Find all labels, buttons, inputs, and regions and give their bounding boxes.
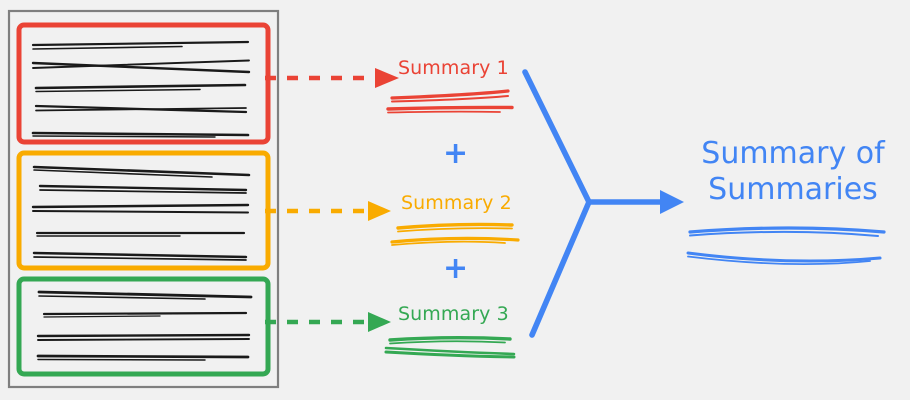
- dashed-arrow-orange: [265, 201, 391, 221]
- chunk-box-red: [16, 22, 271, 145]
- final-summary-line-2: Summaries: [708, 172, 878, 207]
- dashed-arrow-red: [265, 68, 399, 88]
- summary-1-label: Summary 1: [398, 57, 509, 79]
- final-summary-line-1: Summary of: [701, 136, 885, 171]
- merge-arrow-blue: [522, 69, 684, 338]
- summary-3-squiggle: [384, 336, 516, 359]
- plus-operator-2: +: [443, 251, 469, 286]
- final-summary-label: Summary of Summaries: [692, 136, 894, 208]
- dashed-arrow-green: [265, 312, 391, 332]
- summary-1-squiggle: [386, 89, 514, 114]
- summary-2-squiggle: [390, 222, 520, 246]
- plus-operator-1: +: [443, 136, 469, 171]
- chunk-red-text-lines: [31, 40, 251, 138]
- chunk-orange-text-lines: [31, 165, 251, 261]
- final-summary-squiggle: [686, 226, 886, 265]
- chunk-box-green: [16, 276, 271, 377]
- summary-3-label: Summary 3: [398, 303, 509, 325]
- chunk-green-text-lines: [36, 290, 253, 361]
- summary-2-label: Summary 2: [401, 192, 512, 214]
- source-document-frame: [7, 9, 280, 389]
